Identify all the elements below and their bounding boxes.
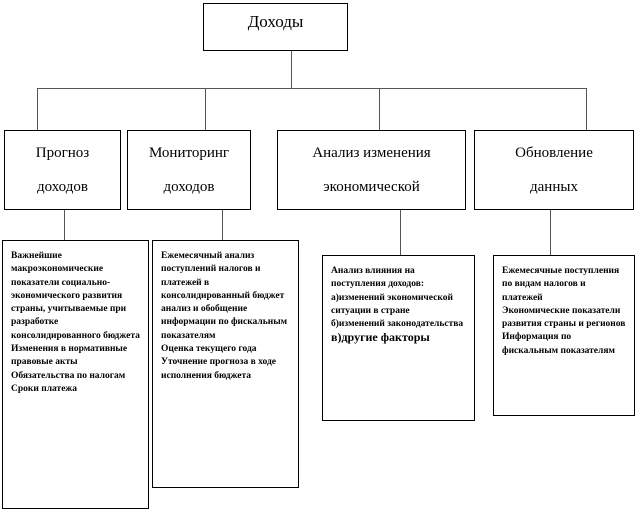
- root-node: Доходы: [203, 3, 348, 51]
- text-line: Ежемесячный анализ поступлений налогов и…: [161, 251, 285, 301]
- text-line: Мониторинг: [148, 145, 230, 161]
- text-line: данных: [530, 179, 578, 195]
- connector: [586, 88, 587, 130]
- analysis-details: Анализ влияния на поступления доходов:а)…: [322, 255, 475, 421]
- text-line: доходов: [163, 179, 215, 195]
- forecast-details: Важнейшие макроэкономические показатели …: [2, 240, 149, 509]
- branch-update: Обновление данных: [474, 130, 634, 210]
- connector: [291, 51, 292, 88]
- root-label: Доходы: [247, 12, 304, 31]
- text-line: анализ и обобщение информации по фискаль…: [161, 304, 290, 341]
- update-details: Ежемесячные поступления по видам налогов…: [493, 255, 635, 416]
- branch-monitoring: Мониторинг доходов: [127, 130, 251, 210]
- text-line: Обязательства по налогам: [11, 370, 126, 381]
- text-line: доходов: [37, 179, 88, 195]
- text-line: а)изменений экономической ситуации в стр…: [331, 292, 456, 316]
- text-line: Важнейшие макроэкономические показатели …: [11, 251, 140, 341]
- text-line: Анализ влияния на поступления доходов:: [331, 266, 425, 290]
- text-line: Информация по фискальным показателям: [502, 332, 615, 356]
- text-line: в)другие факторы: [331, 330, 430, 345]
- connector: [400, 210, 401, 255]
- text-line: Уточнение прогноза в ходе исполнения бюд…: [161, 357, 279, 381]
- connector: [222, 210, 223, 240]
- connector: [37, 88, 587, 89]
- connector: [379, 88, 380, 130]
- text-line: Сроки платежа: [11, 383, 78, 394]
- connector: [37, 88, 38, 130]
- text-line: Прогноз: [35, 145, 90, 161]
- branch-forecast: Прогноз доходов: [4, 130, 121, 210]
- text-line: Оценка текущего года: [161, 344, 257, 355]
- connector: [64, 210, 65, 240]
- text-line: Экономические показатели развития страны…: [502, 305, 626, 330]
- text-line: экономической: [323, 179, 420, 195]
- monitoring-details: Ежемесячный анализ поступлений налогов и…: [152, 240, 299, 488]
- connector: [550, 210, 551, 255]
- connector: [205, 88, 206, 130]
- branch-analysis: Анализ изменения экономической: [277, 130, 466, 210]
- text-line: Анализ изменения: [312, 145, 431, 161]
- text-line: Обновление: [515, 145, 593, 161]
- text-line: Ежемесячные поступления по видам налогов…: [502, 266, 622, 303]
- text-line: б)изменений законодательства: [331, 319, 464, 330]
- text-line: Изменения в нормативные правовые акты: [11, 344, 130, 368]
